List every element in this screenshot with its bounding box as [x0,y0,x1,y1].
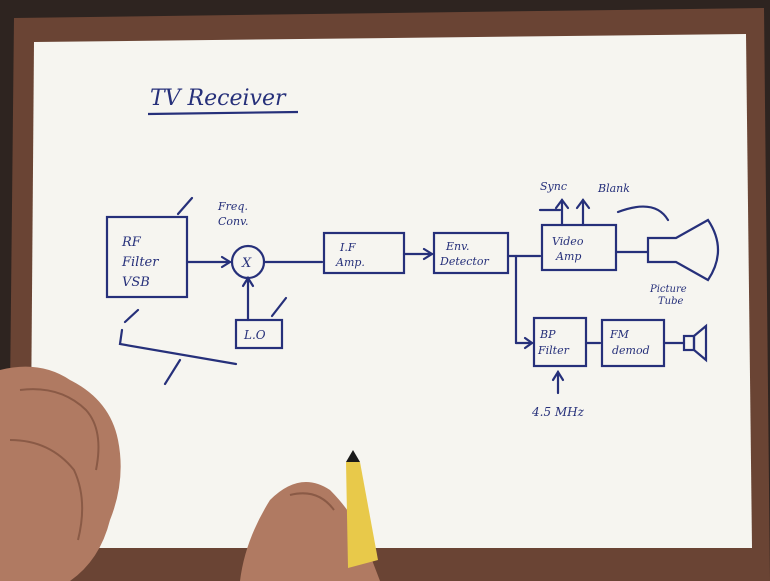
if-amp-label-1: I.F [339,241,356,254]
mixer-symbol: X [241,256,252,271]
bp-filter-label-1: BP [539,328,556,341]
rf-label-1: RF [121,235,142,250]
lo-label: L.O [243,328,266,342]
sync-label: Sync [540,180,567,193]
whiteboard [30,34,752,548]
freq-conv-label-2: Conv. [218,215,249,228]
if-amp-label-2: Amp. [335,256,365,269]
blank-label: Blank [597,182,630,195]
fm-demod-label-1: FM [609,328,630,341]
rf-label-2: Filter [121,255,159,270]
video-amp-label-2: Amp [555,250,581,263]
env-detector-label-2: Detector [439,255,489,268]
bp-filter-label-2: Filter [537,344,570,357]
rf-label-3: VSB [122,275,150,290]
fm-demod-label-2: demod [612,344,650,357]
video-amp-label-1: Video [552,235,584,248]
picture-tube-label-2: Tube [658,296,684,307]
freq-conv-label-1: Freq. [217,200,248,213]
diagram-title: TV Receiver [150,86,287,111]
picture-tube-label-1: Picture [649,284,687,295]
freq-label: 4.5 MHz [531,405,585,419]
env-detector-label-1: Env. [445,240,470,253]
